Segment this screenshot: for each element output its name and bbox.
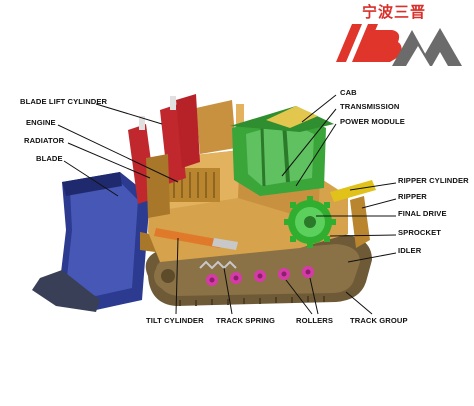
label-radiator: RADIATOR — [24, 136, 65, 145]
leader-track-spring — [223, 267, 233, 315]
sprocket-teeth — [284, 196, 336, 248]
label-track-group: TRACK GROUP — [350, 316, 408, 325]
label-track-spring: TRACK SPRING — [216, 316, 275, 325]
label-idler: IDLER — [398, 246, 422, 255]
blade-part — [32, 172, 150, 312]
logo-mark — [336, 24, 462, 66]
label-final-drive: FINAL DRIVE — [398, 209, 447, 218]
label-ripper: RIPPER — [398, 192, 427, 201]
logo-chinese-text: 宁波三晋 — [362, 3, 426, 21]
label-blade: BLADE — [36, 154, 63, 163]
radiator-part — [146, 154, 170, 218]
leader-rollers-2 — [309, 277, 319, 315]
tilt-cylinder-part — [154, 228, 238, 250]
cab-part — [230, 106, 334, 196]
leader-radiator — [67, 142, 151, 179]
leader-blade-lift-cylinder — [95, 103, 163, 125]
rollers-part — [206, 266, 314, 286]
leader-idler — [347, 252, 397, 263]
label-transmission: TRANSMISSION — [340, 102, 399, 111]
company-logo: 宁波三晋 — [336, 3, 462, 66]
track-spring-part — [199, 260, 237, 270]
leader-blade — [63, 160, 119, 197]
label-sprocket: SPROCKET — [398, 228, 441, 237]
leader-lines — [57, 94, 397, 315]
label-rollers: ROLLERS — [296, 316, 333, 325]
bulldozer — [32, 94, 376, 312]
part-labels: BLADE LIFT CYLINDER ENGINE RADIATOR BLAD… — [20, 88, 469, 325]
leader-sprocket — [329, 234, 397, 237]
ripper-cylinder-part — [330, 180, 376, 202]
leader-ripper-cylinder — [349, 182, 397, 191]
leader-transmission — [281, 108, 337, 177]
label-cab: CAB — [340, 88, 357, 97]
leader-track-group — [345, 291, 373, 315]
leader-power-module — [295, 123, 337, 187]
label-tilt-cylinder: TILT CYLINDER — [146, 316, 204, 325]
leader-cab — [301, 94, 337, 123]
label-ripper-cylinder: RIPPER CYLINDER — [398, 176, 469, 185]
leader-ripper — [361, 198, 397, 209]
label-power-module: POWER MODULE — [340, 117, 405, 126]
leader-tilt-cylinder — [175, 237, 179, 315]
leader-rollers-1 — [285, 279, 313, 315]
label-blade-lift-cylinder: BLADE LIFT CYLINDER — [20, 97, 108, 106]
leader-engine — [57, 124, 179, 183]
track-shoes — [179, 296, 325, 306]
label-engine: ENGINE — [26, 118, 56, 127]
sprocket-part — [284, 196, 336, 248]
idler-part — [154, 262, 182, 290]
